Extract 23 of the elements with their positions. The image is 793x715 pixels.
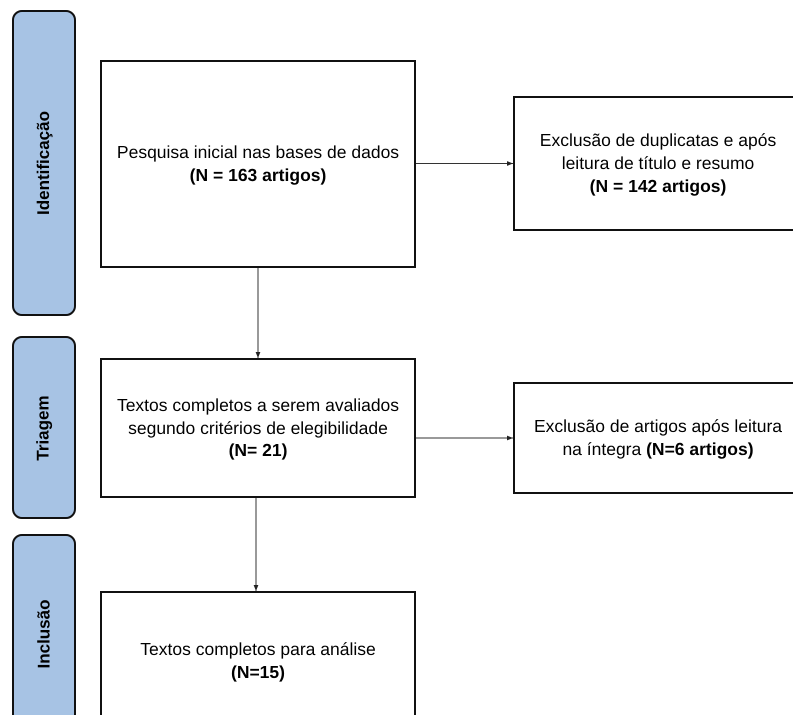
stage-band <box>12 336 76 519</box>
box-text: Textos completos para análise <box>140 638 376 661</box>
box-text: Exclusão de duplicatas e após leitura de título e resumo <box>538 129 778 175</box>
box-text: (N = 163 artigos) <box>190 164 326 187</box>
stage-label: Inclusão <box>34 600 54 668</box>
box-text: Textos completos a serem avaliados segundo critérios de elegibilidade (N= 21) <box>116 394 400 462</box>
stage-band <box>12 10 76 316</box>
stage-band <box>12 534 76 715</box>
process-box <box>100 591 416 715</box>
process-box <box>100 60 416 268</box>
box-text: (N = 142 artigos) <box>590 174 726 198</box>
box-text: Exclusão de artigos após leitura na íntegra (N=6 artigos) <box>532 415 784 461</box>
process-box <box>513 382 793 494</box>
arrow <box>254 498 258 592</box>
process-box <box>513 96 793 231</box>
stage-label: Identificação <box>34 111 54 215</box>
box-text: (N=15) <box>231 661 285 684</box>
process-box <box>100 358 416 498</box>
arrow <box>416 436 514 440</box>
stage-label: Triagem <box>34 394 54 460</box>
arrow <box>256 268 260 358</box>
box-text: Pesquisa inicial nas bases de dados <box>116 141 400 164</box>
arrow <box>416 161 514 166</box>
